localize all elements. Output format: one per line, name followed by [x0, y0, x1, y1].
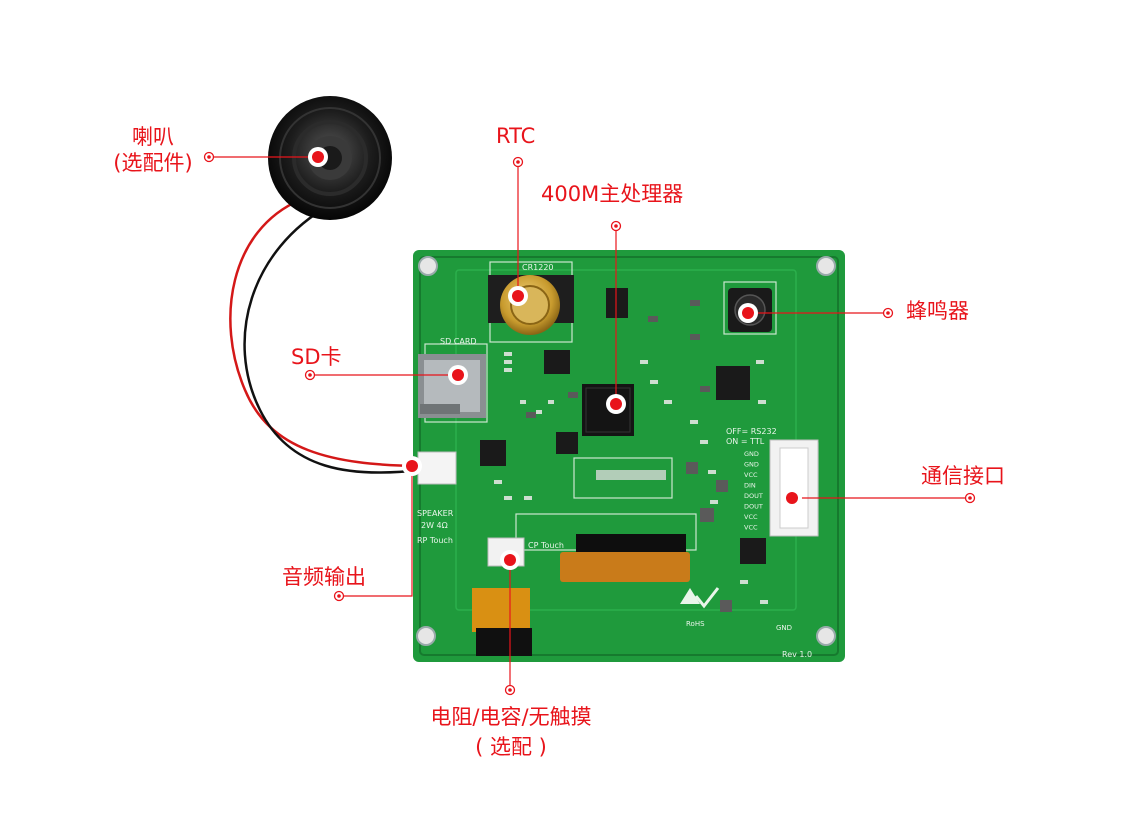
silk-revision: Rev 1.0 — [782, 650, 812, 659]
connector-pin-label: DOUT — [744, 503, 763, 511]
connector-pin-label: VCC — [744, 513, 758, 521]
audio-label: 音频输出 — [282, 565, 366, 589]
speaker-image — [268, 96, 392, 220]
touch-label-line1: 电阻/电容/无触摸 — [430, 705, 592, 729]
connector-pin-label: GND — [744, 450, 759, 458]
silk-uart-mode-2: ON = TTL — [726, 437, 765, 446]
speaker-label-line1: 喇叭 — [132, 125, 174, 149]
callout-leaders — [209, 156, 970, 690]
connector-pin-label: VCC — [744, 524, 758, 532]
sd-marker — [448, 365, 468, 385]
mounting-holes — [416, 256, 836, 646]
speaker-label-line2: (选配件) — [113, 151, 193, 175]
silk-uart-mode-1: OFF= RS232 — [726, 427, 777, 436]
audio-marker — [402, 456, 422, 476]
speaker-label: 喇叭 (选配件) — [104, 124, 202, 176]
connector-pin-label: GND — [744, 461, 759, 469]
touch-marker — [500, 550, 520, 570]
connector-pin-labels: GND GND VCC DIN DOUT DOUT VCC VCC — [744, 450, 763, 532]
sd-card-slot — [418, 354, 486, 418]
silk-gnd: GND — [776, 624, 792, 632]
speaker-wires — [229, 198, 421, 474]
silk-rp-touch: RP Touch — [417, 536, 453, 545]
speaker-marker — [308, 147, 328, 167]
rtc-label: RTC — [496, 124, 536, 148]
comm-label: 通信接口 — [921, 464, 1005, 488]
touch-fpc — [472, 588, 532, 656]
cpu-marker — [606, 394, 626, 414]
silk-speaker: SPEAKER — [417, 509, 454, 518]
connector-pin-label: VCC — [744, 471, 758, 479]
comm-marker — [782, 488, 802, 508]
cpu-label: 400M主处理器 — [541, 182, 684, 206]
sd-label: SD卡 — [291, 345, 342, 369]
silkscreen-text: CR1220 SD CARD SPEAKER 2W 4Ω RP Touch CP… — [417, 263, 812, 659]
buzzer-label: 蜂鸣器 — [906, 299, 969, 323]
connector-pin-label: DIN — [744, 482, 756, 490]
silk-cp-touch: CP Touch — [528, 541, 564, 550]
silk-sd-card: SD CARD — [440, 337, 477, 346]
buzzer-marker — [738, 303, 758, 323]
rohs-mark — [680, 587, 720, 609]
rtc-marker — [508, 286, 528, 306]
touch-label-line2: ( 选配 ) — [475, 735, 547, 759]
silk-speaker-rating: 2W 4Ω — [421, 521, 448, 530]
comm-connector — [769, 439, 819, 537]
callout-markers — [203, 147, 976, 696]
pcb-board — [413, 250, 845, 662]
silk-rohs: RoHS — [686, 620, 705, 628]
touch-label: 电阻/电容/无触摸 ( 选配 ) — [404, 704, 618, 760]
connector-pin-label: DOUT — [744, 492, 763, 500]
silk-coin-cell: CR1220 — [522, 263, 554, 272]
